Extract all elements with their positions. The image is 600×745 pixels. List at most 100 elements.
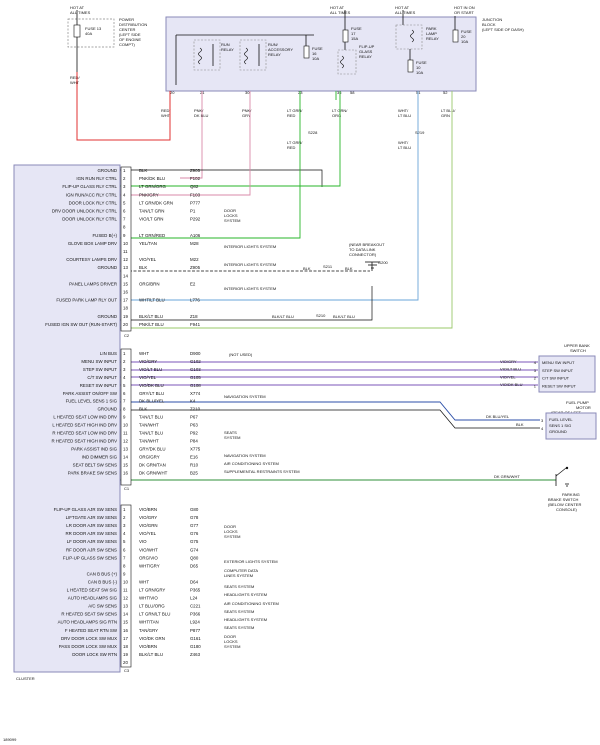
pin-number: 10 [123, 423, 128, 428]
pin-function: AUTO HEADLAMPS SIG RTN [58, 620, 117, 625]
blk-label-2: BLK [345, 266, 353, 271]
door-locks-3c: SYSTEM [224, 644, 240, 649]
ac-2: AIR CONDITIONING SYSTEM [224, 601, 279, 606]
pin-number: 19 [123, 314, 128, 319]
fuse16-icon [303, 45, 310, 59]
circuit-id: G78 [190, 515, 199, 520]
pin-number: 13 [123, 265, 128, 270]
fuse16-label-2: 16 [312, 51, 317, 56]
flipup-relay-icon [337, 49, 357, 75]
wire-color: VIO/LT BLU [139, 367, 162, 372]
pin-number: 6 [123, 391, 126, 396]
pdc-label-1: POWER [119, 17, 134, 22]
wire-color: VIO/WHT [139, 547, 158, 552]
wire-label: PNK/ [242, 108, 252, 113]
pin-row: 14 [123, 273, 128, 278]
pin-function: L HEATED SEAT SW SIG [67, 588, 118, 593]
pin-number: 18 [123, 644, 128, 649]
pin-function: GROUND [97, 168, 117, 173]
wire-color: BLK [139, 407, 147, 412]
seats-3: SEATS SYSTEM [224, 609, 254, 614]
wire-label: WHT [70, 80, 80, 85]
pin-function: F HEATED SEAT RTN SW [65, 628, 118, 633]
pdc-fuse-icon [73, 24, 81, 38]
pin-row: 16 [123, 290, 128, 295]
fuse10-label-1: FUSE [416, 60, 427, 65]
jb-hot-label-1: HOT AT [330, 5, 345, 10]
circuit-id: P1 [190, 209, 196, 214]
pdc-label-3: CENTER [119, 27, 136, 32]
pin-number: 16 [123, 290, 128, 295]
interior-lights-3: INTERIOR LIGHTS SYSTEM [224, 286, 276, 291]
fuel-pump-box [545, 412, 597, 440]
wire-color: ORG/BRN [139, 281, 160, 286]
connector-c2 [120, 166, 132, 332]
circuit-id: A106 [190, 233, 201, 238]
s210-label: S210 [316, 313, 326, 318]
jb-label-2: BLOCK [482, 22, 496, 27]
circuit-id: X774 [190, 391, 201, 396]
fuse20-label-2: 20 [461, 34, 466, 39]
wire-color: BLK [139, 168, 147, 173]
pin-function: LF DOOR AJR SW SENS [67, 539, 117, 544]
circuit-id: C221 [190, 604, 201, 609]
pdc-fuse-label-2: 40A [85, 31, 92, 36]
run-relay-label-1: RUN [221, 42, 230, 47]
fuel-pin-name-2: SENS 1 SIG [549, 423, 571, 428]
pin-function: CAN B BUS (-) [88, 579, 118, 584]
wire-label: PNK/ [194, 108, 204, 113]
wire-color: LT BLU/ORG [139, 604, 165, 609]
circuit-id: X775 [190, 446, 201, 451]
fuel-pin-4: 4 [541, 426, 544, 431]
wire-label: RED/ [161, 108, 171, 113]
wire-color: LT GRN/RED [139, 233, 165, 238]
circuit-id: G105 [190, 375, 201, 380]
pin-function: GROUND [97, 265, 117, 270]
wire-color: VIO/YEL [139, 375, 157, 380]
not-used: (NOT USED) [229, 352, 253, 357]
wire-color: WHT/GRY [139, 563, 160, 568]
pin-function: C/T SW INPUT [87, 375, 117, 380]
wire-color: YEL/TAN [139, 241, 157, 246]
wire-color: TAN/LT GRN [139, 209, 164, 214]
pin-number: 12 [123, 257, 128, 262]
wire-color: BLK [139, 265, 147, 270]
wire-color: PNK/GRY [139, 192, 159, 197]
ub-pin-number: 4 [534, 360, 537, 365]
fuse20-label-1: FUSE [461, 29, 472, 34]
wire-color: BLK/LT BLU [139, 652, 163, 657]
door-locks-2b: LOCKS [224, 529, 238, 534]
pdc-label-2: DISTRIBUTION [119, 22, 147, 27]
pin-row: 20 [123, 660, 128, 665]
ub-wire-color: VIO/LT BLU [500, 367, 521, 372]
pin-function: GROUND [97, 314, 117, 319]
wire-color: DK GRN/WHT [139, 470, 168, 475]
wire-color: VIO/YEL [139, 257, 157, 262]
circuit-id: K4 [190, 399, 196, 404]
near-breakout-1: (NEAR BREAKOUT [349, 242, 385, 247]
jb-pin-58: 58 [350, 90, 355, 95]
circuit-id: P92 [190, 431, 198, 436]
pin-function: R HEATED SEAT LOW IND DRV [52, 431, 117, 436]
wire-color: WHT [139, 579, 149, 584]
circuit-id: G108 [190, 383, 201, 388]
fuse17-label-1: FUSE [351, 26, 362, 31]
fuse10-label-2: 10 [416, 65, 421, 70]
wire-label: LT BLU [398, 145, 411, 150]
fuse10-label-3: 10A [416, 70, 423, 75]
wire-label: DK BLU [194, 113, 209, 118]
pin-number: 3 [123, 367, 126, 372]
pin-number: 2 [123, 515, 126, 520]
pin-function: STEP SW INPUT [83, 367, 117, 372]
seats-1b: SYSTEM [224, 435, 240, 440]
wire-label: GRY [242, 113, 251, 118]
fuel-pump-label-1: FUEL PUMP [566, 400, 589, 405]
pin-number: 18 [123, 306, 128, 311]
wire-label: LT GRN/ [287, 140, 303, 145]
